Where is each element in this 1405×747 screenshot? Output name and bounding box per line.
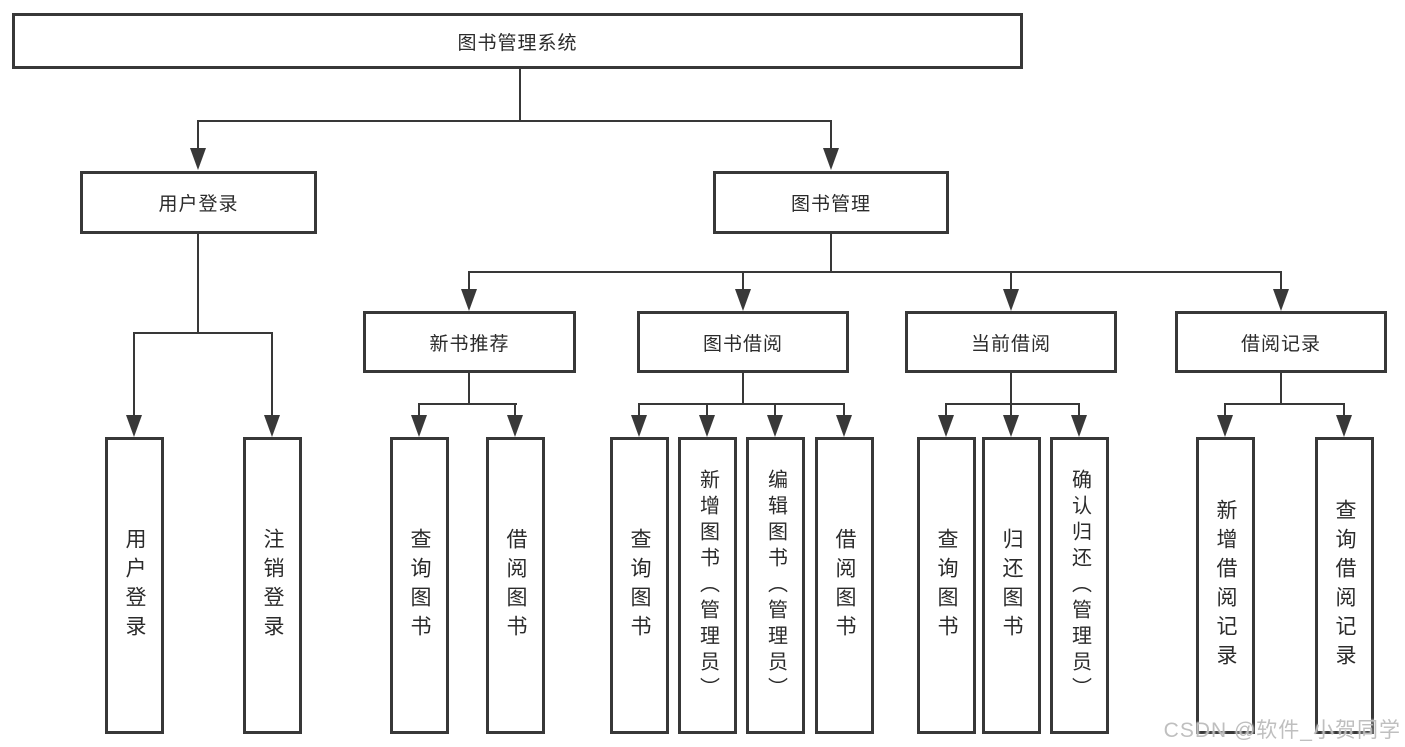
arrow-down-icon	[264, 415, 280, 437]
connector-line	[706, 403, 708, 415]
node-label: 图书管理系统	[457, 32, 578, 54]
leaf-label: 查询图书	[628, 527, 651, 644]
node-current-borrow: 当前借阅	[905, 311, 1117, 373]
leaf-label: 查询借阅记录	[1333, 498, 1356, 673]
connector-line	[468, 271, 470, 289]
leaf-label: 注销登录	[261, 527, 284, 644]
connector-line	[197, 120, 199, 150]
node-new-book-recommend: 新书推荐	[363, 311, 576, 373]
connector-line	[1343, 403, 1345, 415]
leaf-add-borrow-record: 新增借阅记录	[1196, 437, 1255, 734]
connector-line	[830, 234, 832, 272]
leaf-query-books-1: 查询图书	[390, 437, 449, 734]
node-book-management: 图书管理	[713, 171, 949, 234]
arrow-down-icon	[1273, 289, 1289, 311]
connector-line	[774, 403, 776, 415]
connector-line	[271, 332, 273, 415]
connector-line	[418, 403, 420, 415]
leaf-label: 查询图书	[935, 527, 958, 644]
arrow-down-icon	[767, 415, 783, 437]
connector-line	[133, 332, 135, 415]
connector-line	[197, 120, 832, 122]
leaf-label: 借阅图书	[833, 527, 856, 644]
arrow-down-icon	[836, 415, 852, 437]
connector-line	[830, 120, 832, 150]
leaf-query-borrow-record: 查询借阅记录	[1315, 437, 1374, 734]
leaf-borrow-books-2: 借阅图书	[815, 437, 874, 734]
arrow-down-icon	[631, 415, 647, 437]
connector-line	[1224, 403, 1345, 405]
connector-line	[519, 69, 521, 121]
node-label: 图书借阅	[702, 333, 783, 355]
leaf-confirm-return-admin: 确认归还（管理员）	[1050, 437, 1109, 734]
arrow-down-icon	[1071, 415, 1087, 437]
leaf-logout: 注销登录	[243, 437, 302, 734]
arrow-down-icon	[699, 415, 715, 437]
node-label: 新书推荐	[429, 333, 510, 355]
connector-line	[1224, 403, 1226, 415]
connector-line	[468, 373, 470, 404]
connector-line	[1078, 403, 1080, 415]
arrow-down-icon	[126, 415, 142, 437]
connector-line	[1010, 403, 1012, 415]
node-label: 用户登录	[158, 194, 239, 215]
connector-line	[945, 403, 947, 415]
arrow-down-icon	[411, 415, 427, 437]
connector-line	[843, 403, 845, 415]
node-borrow-record: 借阅记录	[1175, 311, 1387, 373]
connector-line	[468, 271, 1281, 273]
node-label: 图书管理	[790, 194, 871, 215]
leaf-return-books: 归还图书	[982, 437, 1041, 734]
leaf-add-books-admin: 新增图书（管理员）	[678, 437, 737, 734]
node-book-borrow: 图书借阅	[637, 311, 849, 373]
arrow-down-icon	[938, 415, 954, 437]
connector-line	[742, 271, 744, 289]
connector-line	[1010, 271, 1012, 289]
leaf-borrow-books-1: 借阅图书	[486, 437, 545, 734]
arrow-down-icon	[823, 148, 839, 170]
leaf-label: 新增图书（管理员）	[696, 468, 719, 703]
leaf-label: 归还图书	[1000, 527, 1023, 644]
connector-line	[638, 403, 640, 415]
leaf-edit-books-admin: 编辑图书（管理员）	[746, 437, 805, 734]
connector-line	[1280, 373, 1282, 404]
node-label: 当前借阅	[970, 333, 1051, 355]
leaf-label: 编辑图书（管理员）	[764, 468, 787, 703]
csdn-watermark: CSDN @软件_小贺同学	[1163, 719, 1401, 742]
node-library-system: 图书管理系统	[12, 13, 1023, 69]
arrow-down-icon	[461, 289, 477, 311]
arrow-down-icon	[735, 289, 751, 311]
leaf-label: 用户登录	[123, 527, 146, 644]
connector-line	[514, 403, 516, 415]
leaf-label: 查询图书	[408, 527, 431, 644]
connector-line	[133, 332, 273, 334]
node-label: 借阅记录	[1240, 333, 1321, 355]
connector-line	[945, 403, 1080, 405]
connector-line	[1280, 271, 1282, 289]
leaf-query-books-3: 查询图书	[917, 437, 976, 734]
arrow-down-icon	[190, 148, 206, 170]
arrow-down-icon	[1003, 415, 1019, 437]
arrow-down-icon	[507, 415, 523, 437]
connector-line	[638, 403, 845, 405]
arrow-down-icon	[1003, 289, 1019, 311]
arrow-down-icon	[1217, 415, 1233, 437]
node-user-login: 用户登录	[80, 171, 317, 234]
leaf-user-login: 用户登录	[105, 437, 164, 734]
connector-line	[1010, 373, 1012, 404]
arrow-down-icon	[1336, 415, 1352, 437]
leaf-label: 借阅图书	[504, 527, 527, 644]
connector-line	[742, 373, 744, 404]
leaf-label: 新增借阅记录	[1214, 498, 1237, 673]
leaf-label: 确认归还（管理员）	[1068, 468, 1091, 703]
leaf-query-books-2: 查询图书	[610, 437, 669, 734]
connector-line	[418, 403, 517, 405]
connector-line	[197, 234, 199, 333]
